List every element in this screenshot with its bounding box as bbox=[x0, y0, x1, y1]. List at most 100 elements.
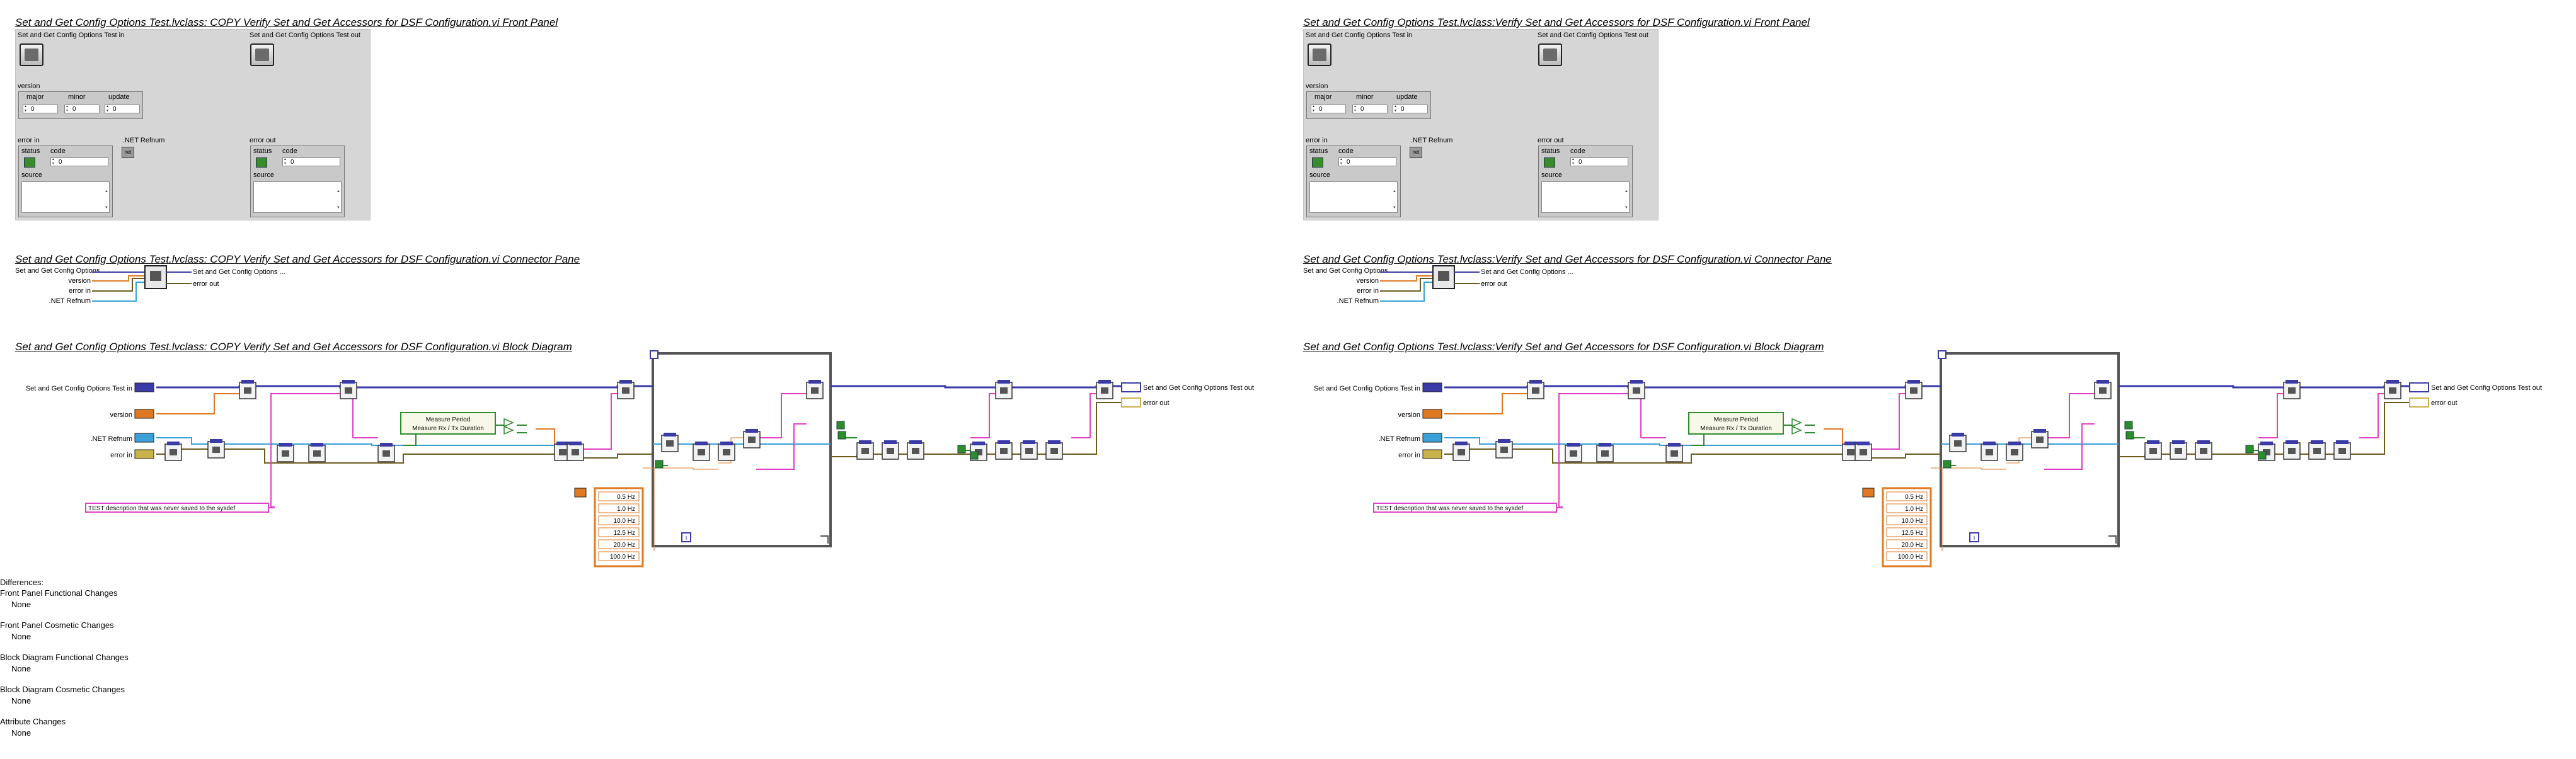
subvi-glyph bbox=[622, 387, 630, 394]
version-label: version bbox=[18, 83, 40, 90]
class-in-control[interactable] bbox=[20, 43, 43, 66]
subvi-class-badge bbox=[808, 380, 821, 384]
diff-fp-functional-value: None bbox=[11, 600, 32, 609]
front-panel: Set and Get Config Options Test in Set a… bbox=[15, 29, 371, 220]
code-numeric[interactable]: 0 bbox=[1338, 157, 1396, 166]
array-index-terminal bbox=[1862, 488, 1875, 498]
subvi-class-badge bbox=[998, 380, 1010, 384]
subvi-glyph bbox=[723, 449, 730, 455]
class-in-terminal bbox=[1422, 382, 1442, 392]
bd-version-label: version bbox=[110, 411, 132, 419]
bd-out-label: Set and Get Config Options Test out bbox=[2431, 384, 2542, 392]
class-in-control[interactable] bbox=[1308, 43, 1331, 66]
class-in-terminal bbox=[134, 382, 154, 392]
numeric-wire bbox=[643, 467, 694, 469]
frequency-value: 100.0 Hz bbox=[610, 554, 635, 561]
string-wire bbox=[1868, 393, 1906, 450]
status-indicator bbox=[256, 157, 267, 168]
minor-numeric[interactable]: 0 bbox=[1352, 105, 1388, 113]
subvi-class-badge bbox=[2260, 442, 2273, 445]
measure-duration-label: Measure Rx / Tx Duration bbox=[1700, 425, 1772, 432]
class-wire bbox=[2119, 385, 2410, 389]
error-in-terminal bbox=[1422, 449, 1442, 459]
error-out-label: error out bbox=[1538, 137, 1564, 144]
net-refnum-terminal bbox=[134, 433, 154, 443]
minor-label: minor bbox=[1356, 93, 1374, 101]
string-wire bbox=[1071, 393, 1096, 438]
subvi-glyph bbox=[2313, 448, 2321, 454]
frequency-value: 1.0 Hz bbox=[1905, 506, 1923, 513]
bd-in-label: Set and Get Config Options Test in bbox=[1314, 385, 1420, 392]
boolean-constant bbox=[2245, 445, 2254, 454]
error-in-label: error in bbox=[1306, 137, 1328, 144]
subvi-class-badge bbox=[2147, 440, 2159, 444]
while-loop-frame bbox=[1940, 352, 2120, 547]
code-label: code bbox=[1338, 147, 1354, 155]
subvi-glyph bbox=[2149, 448, 2157, 454]
measure-period-label: Measure Period bbox=[1714, 416, 1759, 423]
status-indicator[interactable] bbox=[1312, 157, 1323, 168]
status-label: status bbox=[1541, 147, 1560, 155]
test-description-text: TEST description that was never saved to… bbox=[88, 505, 235, 512]
error-out-cluster: status code 0 source bbox=[250, 146, 345, 217]
subvi-class-badge bbox=[998, 440, 1010, 444]
frequency-cell bbox=[1886, 527, 1928, 537]
boolean-constant bbox=[2125, 431, 2134, 440]
measure-enum-constant bbox=[400, 412, 496, 435]
error-out-cluster: status code 0 source bbox=[1538, 146, 1633, 217]
error-wire bbox=[224, 448, 653, 464]
net-refnum-control[interactable]: net bbox=[1410, 147, 1422, 158]
refnum-wire bbox=[224, 443, 567, 446]
subvi-glyph bbox=[2036, 437, 2044, 443]
net-refnum-control[interactable]: net bbox=[122, 147, 134, 158]
code-label: code bbox=[1570, 147, 1585, 155]
bd-net-label: .NET Refnum bbox=[91, 435, 132, 443]
version-cluster: major minor update 0 0 0 bbox=[1306, 91, 1431, 119]
status-indicator bbox=[1544, 157, 1555, 168]
subvi-glyph bbox=[1500, 447, 1508, 453]
major-numeric[interactable]: 0 bbox=[23, 105, 58, 113]
subvi-glyph bbox=[212, 447, 220, 453]
boolean-constant bbox=[836, 421, 845, 430]
frequency-cell bbox=[1886, 551, 1928, 561]
error-in-cluster: status code 0 source bbox=[1306, 146, 1401, 217]
subvi-class-badge bbox=[859, 440, 871, 444]
update-numeric[interactable]: 0 bbox=[105, 105, 140, 113]
comparison-column-right: Set and Get Config Options Test.lvclass:… bbox=[1288, 0, 2573, 759]
connector-pane-title: Set and Get Config Options Test.lvclass:… bbox=[15, 253, 580, 265]
boolean-constant bbox=[970, 451, 979, 460]
bd-error-in-label: error in bbox=[110, 452, 132, 459]
code-numeric[interactable]: 0 bbox=[50, 157, 108, 166]
cp-out-label: Set and Get Config Options ... bbox=[193, 268, 285, 276]
diff-bd-cosmetic-label: Block Diagram Cosmetic Changes bbox=[0, 685, 125, 694]
subvi-glyph bbox=[1000, 387, 1008, 394]
boolean-constant bbox=[957, 445, 966, 454]
boolean-constant bbox=[1943, 460, 1952, 469]
source-string[interactable] bbox=[21, 181, 110, 216]
cp-error-in-label: error in bbox=[69, 287, 91, 295]
diff-fp-cosmetic-label: Front Panel Cosmetic Changes bbox=[0, 620, 114, 630]
boolean-constant bbox=[2258, 451, 2267, 460]
frequency-value: 0.5 Hz bbox=[1905, 494, 1923, 501]
status-indicator[interactable] bbox=[24, 157, 35, 168]
subvi-class-badge bbox=[380, 443, 393, 447]
status-label: status bbox=[21, 147, 40, 155]
subvi-class-badge bbox=[1630, 380, 1643, 384]
string-wire bbox=[970, 393, 996, 438]
update-label: update bbox=[1396, 93, 1418, 101]
source-string[interactable] bbox=[1309, 181, 1398, 216]
frequency-cell bbox=[1886, 491, 1928, 501]
major-numeric[interactable]: 0 bbox=[1311, 105, 1346, 113]
subvi-class-badge bbox=[1098, 380, 1111, 384]
boolean-constant bbox=[837, 431, 846, 440]
minor-numeric[interactable]: 0 bbox=[64, 105, 100, 113]
code-label: code bbox=[282, 147, 297, 155]
connector-pane: Set and Get Config Options ... version e… bbox=[1303, 265, 1573, 305]
numeric-wire bbox=[1444, 393, 1527, 414]
subvi-glyph bbox=[1633, 387, 1640, 394]
update-numeric[interactable]: 0 bbox=[1393, 105, 1428, 113]
subvi-glyph bbox=[1910, 387, 1918, 394]
subvi-class-badge bbox=[1983, 442, 1996, 445]
class-wire bbox=[156, 385, 653, 389]
frequency-value: 20.0 Hz bbox=[1902, 542, 1923, 549]
